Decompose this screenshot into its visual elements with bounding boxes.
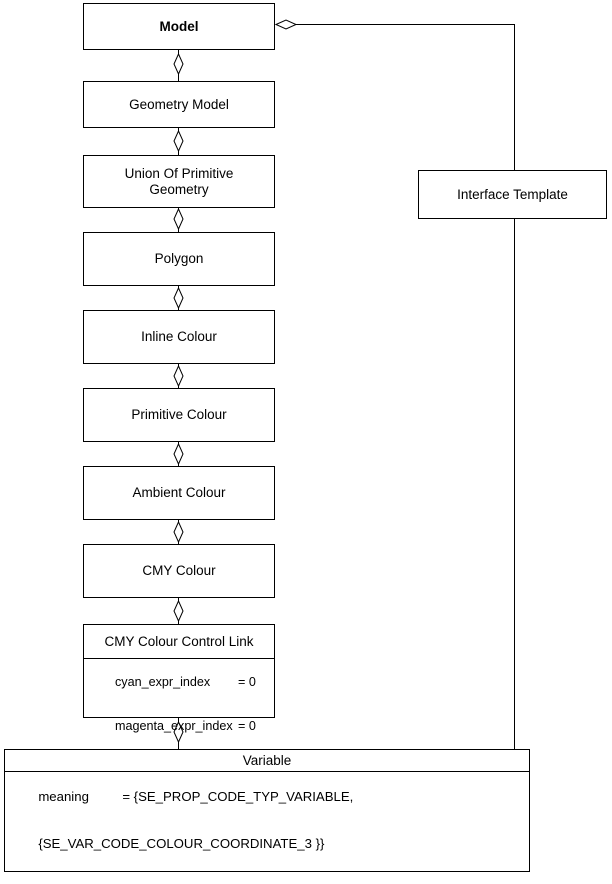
class-name-cmy-colour-control-link: CMY Colour Control Link [104,633,254,649]
class-name-variable: Variable [242,752,292,768]
aggregation-diamond-union-polygon [173,207,184,231]
aggregation-diamond-model-geometry [173,52,184,76]
aggregation-diamond-model-right [274,19,298,30]
class-name-polygon: Polygon [154,251,204,267]
attribute-name: cyan_expr_index [115,674,211,689]
aggregation-diamond-inline-primitive [173,364,184,388]
class-box-polygon[interactable]: Polygon [83,232,275,286]
attribute-row: magenta_expr_index = 0 [87,705,274,750]
class-box-geometry-model[interactable]: Geometry Model [83,81,275,128]
class-box-model[interactable]: Model [83,3,275,50]
class-box-cmy-colour[interactable]: CMY Colour [83,544,275,598]
attribute-value: = {SE_PROP_CODE_TYP_VARIABLE, [122,788,354,804]
aggregation-diamond-cmy-controllink [173,599,184,623]
class-box-union-of-primitive-geometry[interactable]: Union Of Primitive Geometry [83,155,275,208]
aggregation-diamond-controllink-variable [173,720,184,744]
class-box-interface-template[interactable]: Interface Template [418,170,607,219]
class-box-inline-colour[interactable]: Inline Colour [83,310,275,364]
connector-interface-branch-vertical [514,24,515,750]
class-box-primitive-colour[interactable]: Primitive Colour [83,388,275,442]
attribute-value: = 0 [238,719,256,734]
attribute-name: magenta_expr_index [115,719,233,734]
class-box-ambient-colour[interactable]: Ambient Colour [83,466,275,520]
class-box-cmy-colour-control-link[interactable]: CMY Colour Control Link cyan_expr_index =… [83,624,275,778]
class-name-model: Model [159,18,199,34]
attribute-row: cyan_expr_index = 0 [87,660,274,705]
attribute-compartment-variable: meaning = {SE_PROP_CODE_TYP_VARIABLE, {SE… [5,771,529,884]
aggregation-diamond-ambient-cmy [173,520,184,544]
class-box-variable[interactable]: Variable meaning = {SE_PROP_CODE_TYP_VARI… [4,749,530,884]
attribute-row: meaning = {SE_PROP_CODE_TYP_VARIABLE, [9,773,529,821]
class-name-interface-template: Interface Template [457,186,568,202]
class-name-geometry-model: Geometry Model [129,96,229,112]
class-name-inline-colour: Inline Colour [141,329,217,345]
aggregation-diamond-primitive-ambient [173,442,184,466]
attribute-name: meaning [38,788,89,804]
aggregation-diamond-geometry-union [173,129,184,153]
connector-model-to-interface-branch-horizontal [286,24,515,25]
aggregation-diamond-polygon-inline [173,286,184,310]
class-name-cmy-colour: CMY Colour [142,563,216,579]
attribute-row: value_unit= EUC_UNITLESS [9,868,529,884]
attribute-value: {SE_VAR_CODE_COLOUR_COORDINATE_3 }} [38,836,325,852]
class-name-primitive-colour: Primitive Colour [131,407,227,423]
class-name-ambient-colour: Ambient Colour [132,485,226,501]
class-name-union-of-primitive-geometry: Union Of Primitive Geometry [124,165,234,197]
attribute-row-continuation: {SE_VAR_CODE_COLOUR_COORDINATE_3 }} [9,821,529,869]
attribute-value: = 0 [238,674,256,689]
